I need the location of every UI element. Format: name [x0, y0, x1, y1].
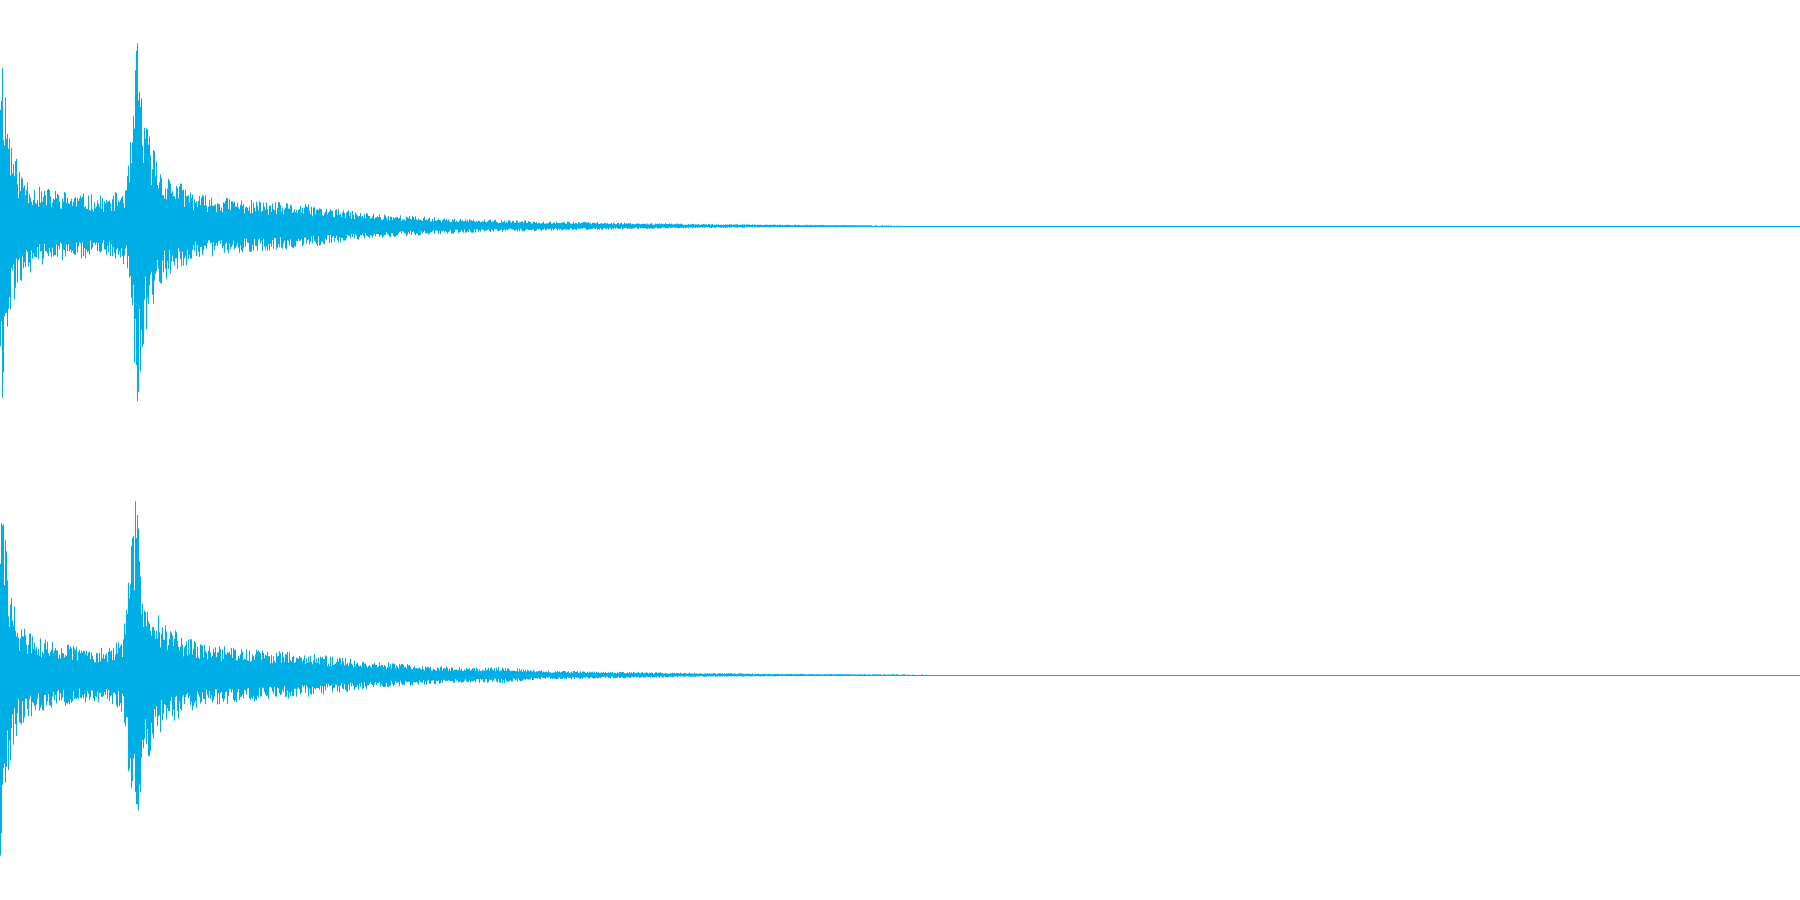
waveform-amplitude-trace: [0, 43, 903, 402]
channel-2-waveform: [0, 501, 1800, 856]
waveform-amplitude-trace: [0, 501, 927, 856]
channel-1-waveform: [0, 43, 1800, 402]
